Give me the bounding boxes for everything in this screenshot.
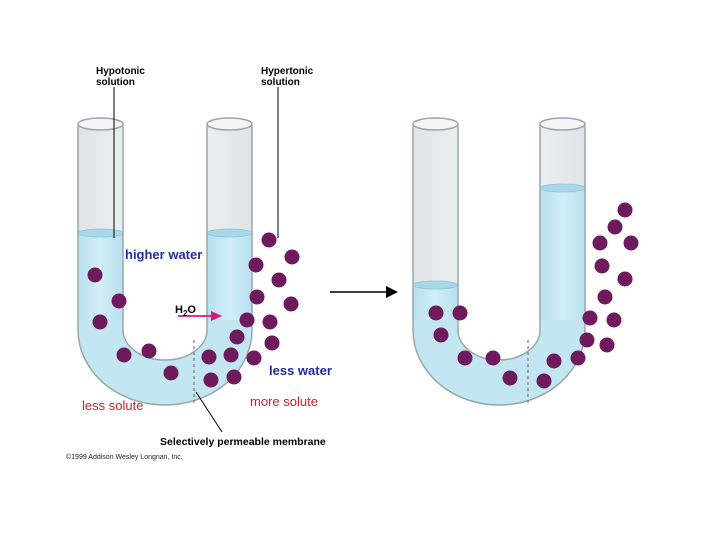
solute-particle xyxy=(594,258,610,274)
solute-particle xyxy=(92,314,108,330)
solute-particle xyxy=(261,232,277,248)
solute-particle xyxy=(246,350,262,366)
membrane-callout-line xyxy=(195,391,223,433)
hypotonic-label-line2: solution xyxy=(96,77,135,88)
solute-particle xyxy=(201,349,217,365)
solute-particle xyxy=(599,337,615,353)
h2o-label-h: H xyxy=(175,304,183,316)
right-tube-rim-left xyxy=(412,117,459,131)
higher-water-label: higher water xyxy=(125,247,202,262)
less-solute-label: less solute xyxy=(82,398,143,413)
h2o-label-o: O xyxy=(187,304,196,316)
solute-particle xyxy=(223,347,239,363)
solute-particle xyxy=(546,353,562,369)
h2o-label-subscript: 2 xyxy=(183,309,188,318)
solute-particle xyxy=(116,347,132,363)
flow-arrow-icon xyxy=(178,311,222,321)
solute-particle xyxy=(283,296,299,312)
solute-particle xyxy=(87,267,103,283)
left-u-tube-outline xyxy=(77,125,253,406)
solute-particle xyxy=(284,249,300,265)
solute-particle xyxy=(433,327,449,343)
solute-particle xyxy=(428,305,444,321)
solute-particle xyxy=(579,332,595,348)
solute-particle xyxy=(452,305,468,321)
right-tube-water-surface-right xyxy=(539,183,586,193)
solute-particle xyxy=(617,271,633,287)
solute-particle xyxy=(607,219,623,235)
right-solute-particles xyxy=(428,202,639,389)
more-solute-label: more solute xyxy=(250,394,318,409)
left-u-tube xyxy=(77,117,300,406)
left-tube-water-surface-right xyxy=(206,228,253,238)
hypotonic-label-line1: Hypotonic xyxy=(96,66,145,77)
solute-particle xyxy=(606,312,622,328)
solute-particle xyxy=(623,235,639,251)
solute-particle xyxy=(226,369,242,385)
solute-particle xyxy=(592,235,608,251)
solute-particle xyxy=(203,372,219,388)
solute-particle xyxy=(271,272,287,288)
solute-particle xyxy=(249,289,265,305)
less-water-label: less water xyxy=(269,363,332,378)
copyright-text: ©1999 Addison Wesley Longnan, Inc. xyxy=(66,453,183,461)
solute-particle xyxy=(597,289,613,305)
solute-particle xyxy=(617,202,633,218)
right-tube-water-surface-left xyxy=(412,280,459,290)
left-tube-rim-left xyxy=(77,117,124,131)
right-u-tube xyxy=(412,117,639,406)
solute-particle xyxy=(262,314,278,330)
left-tube-rim-right xyxy=(206,117,253,131)
solute-particle xyxy=(239,312,255,328)
hypertonic-label-line2: solution xyxy=(261,77,300,88)
solute-particle xyxy=(141,343,157,359)
solute-particle xyxy=(111,293,127,309)
solute-particle xyxy=(582,310,598,326)
solute-particle xyxy=(229,329,245,345)
solute-particle xyxy=(248,257,264,273)
hypertonic-label-line1: Hypertonic xyxy=(261,66,314,77)
solute-particle xyxy=(163,365,179,381)
h2o-label: H2O xyxy=(175,304,196,318)
solute-particle xyxy=(485,350,501,366)
process-arrow-icon xyxy=(330,286,398,298)
solute-particle xyxy=(502,370,518,386)
solute-particle xyxy=(570,350,586,366)
right-tube-rim-right xyxy=(539,117,586,131)
left-tube-water-surface-left xyxy=(77,228,124,238)
solute-particle xyxy=(264,335,280,351)
left-solute-particles xyxy=(87,232,300,388)
solute-particle xyxy=(457,350,473,366)
solute-particle xyxy=(536,373,552,389)
membrane-label: Selectively permeable membrane xyxy=(160,436,326,448)
